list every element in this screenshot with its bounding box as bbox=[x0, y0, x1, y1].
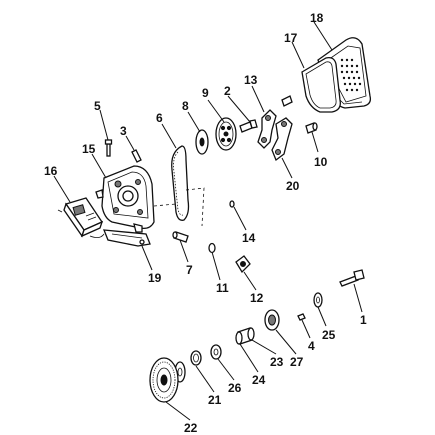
alignment-line-b bbox=[153, 203, 177, 207]
part-27-sprocket-ring bbox=[264, 309, 280, 331]
part-23-spacer bbox=[235, 327, 255, 345]
part-19-bracket-plate bbox=[103, 229, 151, 247]
callout-3: 3 bbox=[120, 124, 127, 138]
callout-24: 24 bbox=[252, 373, 266, 387]
part-12-bracket bbox=[235, 255, 251, 274]
callout-10: 10 bbox=[314, 155, 328, 169]
callout-6: 6 bbox=[156, 111, 163, 125]
part-26-ring bbox=[190, 350, 202, 366]
callout-7: 7 bbox=[186, 263, 193, 277]
part-20-lever bbox=[271, 117, 293, 162]
callout-26: 26 bbox=[228, 381, 242, 395]
part-1-long-bolt bbox=[339, 269, 365, 287]
part-5-bolt bbox=[104, 139, 113, 157]
part-25-washer bbox=[313, 292, 323, 308]
leader-lines bbox=[53, 21, 363, 421]
callout-11: 11 bbox=[216, 281, 229, 295]
part-11-washer bbox=[208, 242, 216, 254]
callout-21: 21 bbox=[208, 393, 222, 407]
part-16-control-module bbox=[57, 197, 105, 238]
callout-14: 14 bbox=[242, 231, 256, 245]
callout-23: 23 bbox=[270, 355, 284, 369]
part-13-tensioner-arm bbox=[257, 95, 293, 149]
part-3-pin bbox=[131, 149, 142, 163]
part-22-flywheel-gear bbox=[149, 357, 179, 403]
part-24-bushing bbox=[210, 344, 222, 360]
callout-4: 4 bbox=[308, 339, 315, 353]
callout-20: 20 bbox=[286, 179, 300, 193]
part-15-front-housing bbox=[95, 165, 155, 233]
callout-18: 18 bbox=[310, 11, 324, 25]
callout-2: 2 bbox=[224, 84, 231, 98]
part-7-shaft bbox=[172, 231, 189, 243]
callout-17: 17 bbox=[284, 31, 298, 45]
callout-25: 25 bbox=[322, 328, 336, 342]
callout-16: 16 bbox=[44, 164, 58, 178]
part-14-clip bbox=[229, 200, 235, 208]
callout-labels: 18 17 13 2 9 8 6 5 3 15 16 10 20 14 19 7… bbox=[44, 11, 367, 435]
part-17-gasket bbox=[301, 56, 341, 113]
callout-15: 15 bbox=[82, 142, 96, 156]
callout-5: 5 bbox=[94, 99, 101, 113]
callout-22: 22 bbox=[184, 421, 198, 435]
callout-1: 1 bbox=[360, 313, 367, 327]
part-10-pin bbox=[305, 122, 318, 134]
part-9-sprocket bbox=[215, 117, 237, 151]
alignment-line-a bbox=[185, 187, 205, 227]
callout-9: 9 bbox=[202, 86, 209, 100]
callout-27: 27 bbox=[290, 355, 304, 369]
callout-19: 19 bbox=[148, 271, 162, 285]
part-4-key bbox=[297, 313, 306, 321]
part-2-bolt bbox=[239, 119, 258, 133]
callout-13: 13 bbox=[244, 73, 258, 87]
part-6-drive-belt bbox=[171, 145, 190, 221]
part-8-disc bbox=[195, 129, 209, 155]
callout-12: 12 bbox=[250, 291, 264, 305]
callout-8: 8 bbox=[182, 99, 189, 113]
